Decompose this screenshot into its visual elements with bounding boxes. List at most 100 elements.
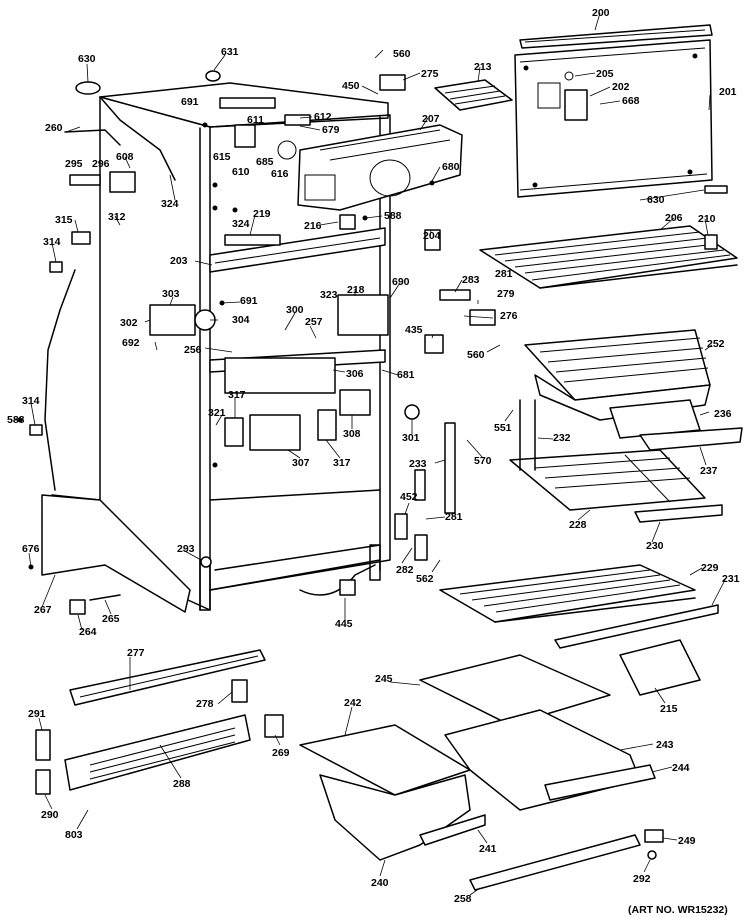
part-label: 288 (173, 778, 191, 790)
part-label: 282 (396, 564, 414, 576)
part-label: 306 (346, 368, 364, 380)
part-label: 295 (65, 158, 83, 170)
part-label: 278 (196, 698, 214, 710)
part-label: 292 (633, 873, 651, 885)
part-label: 302 (120, 317, 138, 329)
fresh-food-shelf-229 (439, 564, 719, 649)
part-label: 570 (474, 455, 492, 467)
part-label: 317 (333, 457, 351, 469)
part-label: 611 (247, 114, 264, 126)
part-label: 219 (253, 208, 271, 220)
part-labels: 200 630 631 560 275 213 205 202 201 668 … (7, 7, 740, 916)
part-label: 269 (272, 747, 290, 759)
part-label: 615 (213, 151, 231, 163)
part-label: 267 (34, 604, 52, 616)
part-label: 228 (569, 519, 587, 531)
part-label: 283 (462, 274, 480, 286)
part-label: 237 (700, 465, 718, 477)
freezer-shelf-206 (479, 225, 738, 289)
part-label: 257 (305, 316, 323, 328)
part-label: 276 (500, 310, 518, 322)
part-label: 241 (479, 843, 497, 855)
crisper-pans (299, 654, 656, 891)
part-label: 317 (228, 389, 246, 401)
part-label: 245 (375, 673, 393, 685)
ice-tray (434, 79, 513, 111)
freezer-door (514, 24, 713, 198)
part-label: 450 (342, 80, 360, 92)
part-label: 315 (55, 214, 73, 226)
part-label: 232 (553, 432, 571, 444)
part-label: 676 (22, 543, 40, 555)
part-label: 435 (405, 324, 423, 336)
part-label: 691 (240, 295, 258, 307)
part-label: 685 (256, 156, 274, 168)
part-label: 233 (409, 458, 427, 470)
part-label: 588 (7, 414, 25, 426)
part-label: 612 (314, 111, 332, 123)
part-label: 216 (304, 220, 322, 232)
part-label: 281 (445, 511, 463, 523)
part-label: 277 (127, 647, 145, 659)
part-label: 201 (719, 86, 737, 98)
part-label: 321 (208, 407, 226, 419)
part-label: 668 (622, 95, 640, 107)
part-label: 452 (400, 491, 418, 503)
part-label: 218 (347, 284, 365, 296)
part-label: 560 (467, 349, 485, 361)
part-label: 308 (343, 428, 361, 440)
part-label: 691 (181, 96, 199, 108)
meat-pan-252 (524, 329, 711, 439)
part-label: 204 (423, 230, 441, 242)
part-label: 680 (442, 161, 460, 173)
lower-parts (35, 639, 701, 795)
part-label: 293 (177, 543, 195, 555)
part-label: 202 (612, 81, 630, 93)
leader-lines (14, 12, 727, 896)
part-label: 314 (43, 236, 61, 248)
part-label: 301 (402, 432, 420, 444)
part-label: 324 (232, 218, 250, 230)
part-label: 803 (65, 829, 83, 841)
part-label: 307 (292, 457, 310, 469)
part-label: 312 (108, 211, 126, 223)
art-number: (ART NO. WR15232) (628, 904, 728, 916)
part-label: 240 (371, 877, 389, 889)
part-label: 324 (161, 198, 179, 210)
part-label: 690 (392, 276, 410, 288)
part-label: 445 (335, 618, 353, 630)
part-label: 242 (344, 697, 362, 709)
part-label: 560 (393, 48, 411, 60)
part-label: 281 (495, 268, 513, 280)
part-label: 215 (660, 703, 678, 715)
part-label: 323 (320, 289, 338, 301)
part-label: 249 (678, 835, 696, 847)
part-label: 588 (384, 210, 402, 222)
part-label: 252 (707, 338, 725, 350)
part-label: 681 (397, 369, 415, 381)
part-label: 264 (79, 626, 97, 638)
part-label: 616 (271, 168, 289, 180)
part-label: 203 (170, 255, 188, 267)
part-label: 608 (116, 151, 134, 163)
part-label: 236 (714, 408, 732, 420)
part-label: 631 (221, 46, 239, 58)
part-label: 291 (28, 708, 46, 720)
crisper-frame-228 (509, 399, 743, 523)
part-label: 303 (162, 288, 180, 300)
part-label: 290 (41, 809, 59, 821)
part-label: 275 (421, 68, 439, 80)
evaporator-housing (297, 124, 463, 211)
part-label: 207 (422, 113, 440, 125)
part-label: 630 (78, 53, 96, 65)
part-label: 258 (454, 893, 472, 905)
part-label: 630 (647, 194, 665, 206)
part-label: 230 (646, 540, 664, 552)
part-label: 213 (474, 61, 492, 73)
part-label: 314 (22, 395, 40, 407)
part-label: 244 (672, 762, 690, 774)
part-label: 296 (92, 158, 110, 170)
part-label: 231 (722, 573, 740, 585)
part-label: 679 (322, 124, 340, 136)
part-label: 200 (592, 7, 610, 19)
